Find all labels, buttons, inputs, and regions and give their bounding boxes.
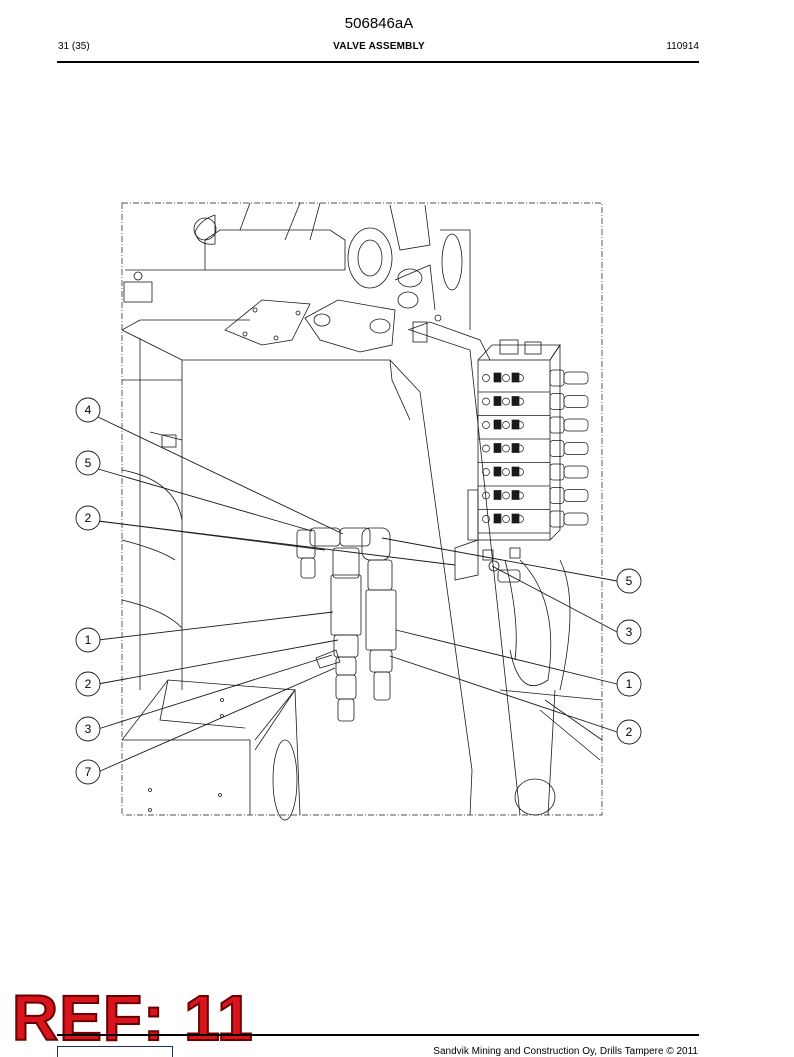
callout-label: 1 [626, 677, 633, 691]
callout-label: 1 [85, 633, 92, 647]
callout-circle [75, 759, 101, 785]
callout-circle [616, 619, 642, 645]
page-title: VALVE ASSEMBLY [333, 41, 425, 52]
header-rule [57, 61, 699, 63]
page-number: 31 (35) [58, 41, 90, 52]
callout-circle [75, 505, 101, 531]
callout-label: 7 [85, 765, 92, 779]
callout-label: 5 [85, 456, 92, 470]
callout-circle [75, 450, 101, 476]
valve-section-grid [478, 369, 589, 534]
callout-label: 3 [626, 625, 633, 639]
callout-circle [75, 716, 101, 742]
callout-label: 2 [85, 511, 92, 525]
callout-label: 5 [626, 574, 633, 588]
reference-stamp: REF: 11 [11, 982, 254, 1054]
company-logo [57, 1046, 173, 1057]
callout-circle [75, 671, 101, 697]
callout-label: 2 [626, 725, 633, 739]
callout-circle [616, 568, 642, 594]
callout-circle [75, 397, 101, 423]
document-id: 506846aA [344, 15, 414, 32]
copyright-text: Sandvik Mining and Construction Oy, Dril… [433, 1046, 698, 1057]
callout-circle [616, 719, 642, 745]
callout-circle [616, 671, 642, 697]
callout-label: 3 [85, 722, 92, 736]
callout-label: 4 [85, 403, 92, 417]
revision-code: 110914 [666, 41, 699, 52]
footer-rule [57, 1034, 699, 1036]
callout-circle [75, 627, 101, 653]
callout-label: 2 [85, 677, 92, 691]
